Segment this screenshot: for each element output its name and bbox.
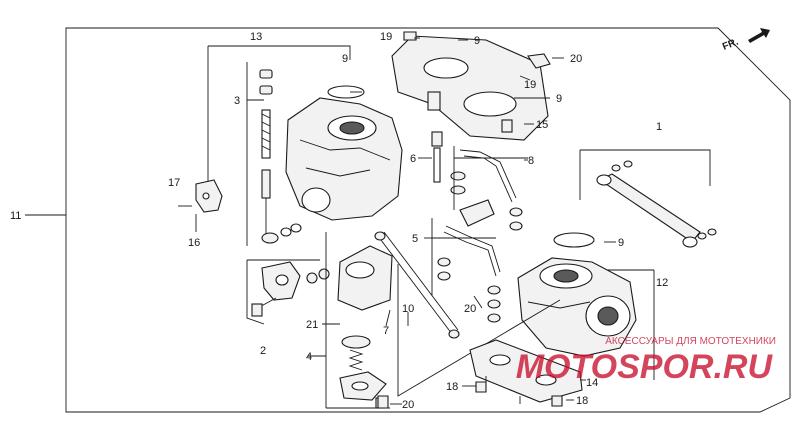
callout-8: 8 [528, 155, 534, 167]
screw-18-bottom-left [475, 381, 487, 393]
callout-20-bottom: 20 [402, 399, 414, 411]
left-carburetor-body [285, 97, 403, 221]
watermark-tagline: АКСЕССУАРЫ ДЛЯ МОТОТЕХНИКИ [605, 336, 776, 347]
o-ring-9-right [553, 232, 595, 248]
callout-17: 17 [168, 177, 180, 189]
callout-12: 12 [656, 277, 668, 289]
assembly-frame [65, 27, 791, 413]
screw-19-top [403, 31, 417, 41]
callout-labels: 1 2 3 4 5 6 7 8 9 9 9 9 10 11 12 13 14 1… [10, 31, 668, 411]
callout-4: 4 [306, 351, 312, 363]
callout-13: 13 [250, 31, 262, 43]
o-ring-9-left [327, 85, 365, 99]
callout-leaders [25, 37, 616, 405]
right-carburetor-body [517, 257, 637, 357]
bracket-13 [207, 45, 351, 182]
callout-5: 5 [412, 233, 418, 245]
callout-11: 11 [10, 210, 21, 222]
choke-lever-bracket [178, 179, 223, 232]
callout-2: 2 [260, 345, 266, 357]
front-arrow-icon [748, 28, 770, 43]
callout-9-right: 9 [618, 237, 624, 249]
throttle-link-assembly [431, 131, 523, 231]
bracket-8 [453, 146, 528, 210]
callout-20-top: 20 [570, 53, 582, 65]
air-chamber-plate [391, 35, 549, 141]
bracket-5 [431, 218, 496, 296]
callout-16: 16 [188, 237, 200, 249]
callout-19-mid: 19 [524, 79, 536, 91]
throttle-shaft-lever [437, 199, 501, 323]
clip-20-top [527, 53, 551, 69]
callout-9-mid: 9 [556, 93, 562, 105]
callout-6: 6 [410, 153, 416, 165]
throttle-stay-plate [469, 339, 583, 404]
float-bowl-bracket [251, 261, 330, 317]
callout-21: 21 [306, 319, 318, 331]
callout-9-top: 9 [474, 35, 480, 47]
bracket-1 [579, 149, 711, 200]
screw-18-bottom-right [551, 395, 563, 407]
bracket-10 [397, 264, 561, 397]
callout-20-mid: 20 [464, 303, 476, 315]
callout-18-left: 18 [446, 381, 458, 393]
linkage-rod [374, 231, 460, 339]
front-direction-indicator: FR. [721, 28, 770, 53]
callout-15: 15 [536, 119, 548, 131]
choke-link-bar [596, 160, 717, 248]
front-direction-label: FR. [721, 36, 740, 52]
callout-1: 1 [656, 121, 662, 133]
callout-9-left: 9 [342, 53, 348, 65]
callout-10: 10 [402, 303, 414, 315]
bracket-3 [246, 62, 264, 246]
diaphragm-housing [337, 245, 393, 409]
watermark: АКСЕССУАРЫ ДЛЯ МОТОТЕХНИКИ MOTOSPOR.RU [516, 336, 776, 386]
callout-19-top: 19 [380, 31, 392, 43]
callout-3: 3 [234, 95, 240, 107]
watermark-brand: MOTOSPOR.RU [516, 348, 774, 386]
callout-7: 7 [383, 325, 389, 337]
callout-18-right: 18 [576, 395, 588, 407]
bracket-2 [246, 259, 320, 325]
jet-needle-stack [259, 69, 302, 244]
screw-20-bottom [377, 395, 389, 409]
callout-14: 14 [586, 377, 598, 389]
